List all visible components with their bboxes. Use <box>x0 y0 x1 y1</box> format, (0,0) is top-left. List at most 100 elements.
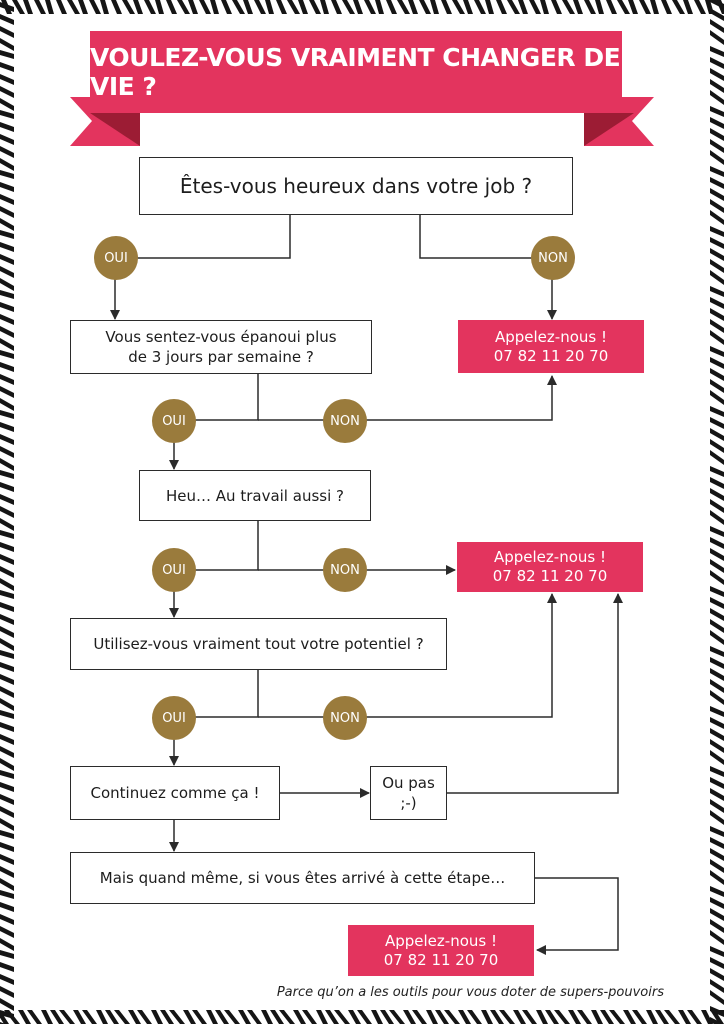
zebra-stripe <box>12 0 25 14</box>
zebra-stripe <box>623 1010 636 1024</box>
zebra-stripe <box>678 1010 691 1024</box>
zebra-stripe <box>0 350 14 359</box>
zebra-stripe <box>247 1010 262 1024</box>
zebra-stripe <box>41 1010 53 1024</box>
call-box-1: Appelez-nous ! 07 82 11 20 70 <box>458 320 644 373</box>
zebra-stripe <box>710 417 724 429</box>
zebra-stripe <box>325 1010 339 1024</box>
zebra-stripe <box>710 646 724 657</box>
question-fulfilled-text: Vous sentez-vous épanoui plus de 3 jours… <box>105 328 337 366</box>
zebra-stripe <box>639 0 651 14</box>
zebra-stripe <box>0 950 14 959</box>
zebra-stripe <box>279 1010 295 1024</box>
zebra-stripe <box>0 278 14 291</box>
zebra-stripe <box>78 0 88 14</box>
zebra-stripe <box>710 968 724 981</box>
zebra-stripe <box>389 1010 405 1024</box>
zebra-stripe <box>137 1010 152 1024</box>
zebra-stripe <box>0 470 14 479</box>
zebra-stripe <box>710 859 724 873</box>
zebra-stripe <box>133 0 143 14</box>
zebra-stripe <box>0 962 14 972</box>
zebra-stripe <box>144 0 156 14</box>
zebra-stripe <box>293 1010 306 1024</box>
zebra-stripe <box>600 1010 614 1024</box>
zebra-stripe <box>0 650 14 659</box>
zebra-stripe <box>105 1010 119 1024</box>
zebra-stripe <box>114 1010 130 1024</box>
zebra-stripe <box>0 146 14 158</box>
zebra-stripe <box>155 0 164 14</box>
zebra-stripe <box>710 226 724 237</box>
zebra-stripe <box>710 837 724 849</box>
footer-tagline: Parce qu’on a les outils pour vous doter… <box>276 985 664 1000</box>
zebra-stripe <box>0 122 14 132</box>
zebra-stripe <box>287 0 300 14</box>
zebra-stripe <box>122 0 135 14</box>
zebra-stripe <box>27 1010 42 1024</box>
zebra-stripe <box>710 308 724 321</box>
zebra-stripe <box>309 0 321 14</box>
zebra-stripe <box>34 0 46 14</box>
zebra-stripe <box>490 1010 504 1024</box>
zebra-stripe <box>0 986 14 998</box>
zebra-stripe <box>128 1010 141 1024</box>
zebra-stripe <box>67 0 80 14</box>
zebra-stripe <box>380 1010 394 1024</box>
zebra-stripe <box>710 766 724 777</box>
zebra-stripe <box>0 866 14 878</box>
zebra-stripe <box>0 530 14 539</box>
zebra-stripe <box>710 499 724 513</box>
zebra-stripe <box>0 74 14 85</box>
zebra-stripe <box>513 1010 526 1024</box>
zebra-stripe <box>710 728 724 741</box>
zebra-stripe <box>0 818 14 831</box>
zebra-stripe <box>710 826 724 837</box>
zebra-stripe <box>0 218 14 231</box>
question-at-work: Heu… Au travail aussi ? <box>139 470 371 521</box>
zebra-stripe <box>0 50 14 59</box>
zebra-stripe <box>710 46 724 57</box>
zebra-stripe <box>0 926 14 938</box>
zebra-stripe <box>710 777 724 789</box>
zebra-stripe <box>316 1010 328 1024</box>
zebra-stripe <box>100 0 109 14</box>
zebra-stripe <box>0 782 14 792</box>
zebra-stripe <box>646 1010 658 1024</box>
zebra-stripe <box>298 0 308 14</box>
zebra-stripe <box>540 0 549 14</box>
zebra-stripe <box>562 0 575 14</box>
badge-yes: OUI <box>152 399 196 443</box>
zebra-stripe <box>710 946 724 957</box>
zebra-stripe <box>169 1010 185 1024</box>
zebra-stripe <box>0 722 14 732</box>
call-box-2: Appelez-nous ! 07 82 11 20 70 <box>457 542 643 592</box>
zebra-stripe <box>166 0 177 14</box>
zebra-stripe <box>710 390 724 405</box>
zebra-stripe <box>710 488 724 501</box>
badge-no: NON <box>531 236 575 280</box>
zebra-stripe <box>710 319 724 333</box>
call-phone: 07 82 11 20 70 <box>383 950 499 969</box>
zebra-stripe <box>467 1010 482 1024</box>
zebra-stripe <box>0 86 14 98</box>
zebra-stripe <box>710 510 724 525</box>
zebra-stripe <box>0 518 14 531</box>
zebra-stripe <box>270 1010 284 1024</box>
call-phone: 07 82 11 20 70 <box>493 346 609 365</box>
call-phone: 07 82 11 20 70 <box>492 567 608 585</box>
zebra-stripe <box>710 619 724 633</box>
zebra-stripe <box>710 79 724 93</box>
zebra-stripe <box>188 0 198 14</box>
zebra-stripe <box>18 1010 31 1024</box>
zebra-stripe <box>710 870 724 885</box>
zebra-stripe <box>0 254 14 265</box>
zebra-stripe <box>386 0 397 14</box>
zebra-stripe <box>0 158 14 171</box>
zebra-stripe <box>0 206 14 218</box>
zebra-stripe <box>710 979 724 993</box>
zebra-stripe <box>408 0 418 14</box>
zebra-stripe <box>628 0 638 14</box>
zebra-stripe <box>0 1010 14 1019</box>
zebra-stripe <box>0 110 14 119</box>
